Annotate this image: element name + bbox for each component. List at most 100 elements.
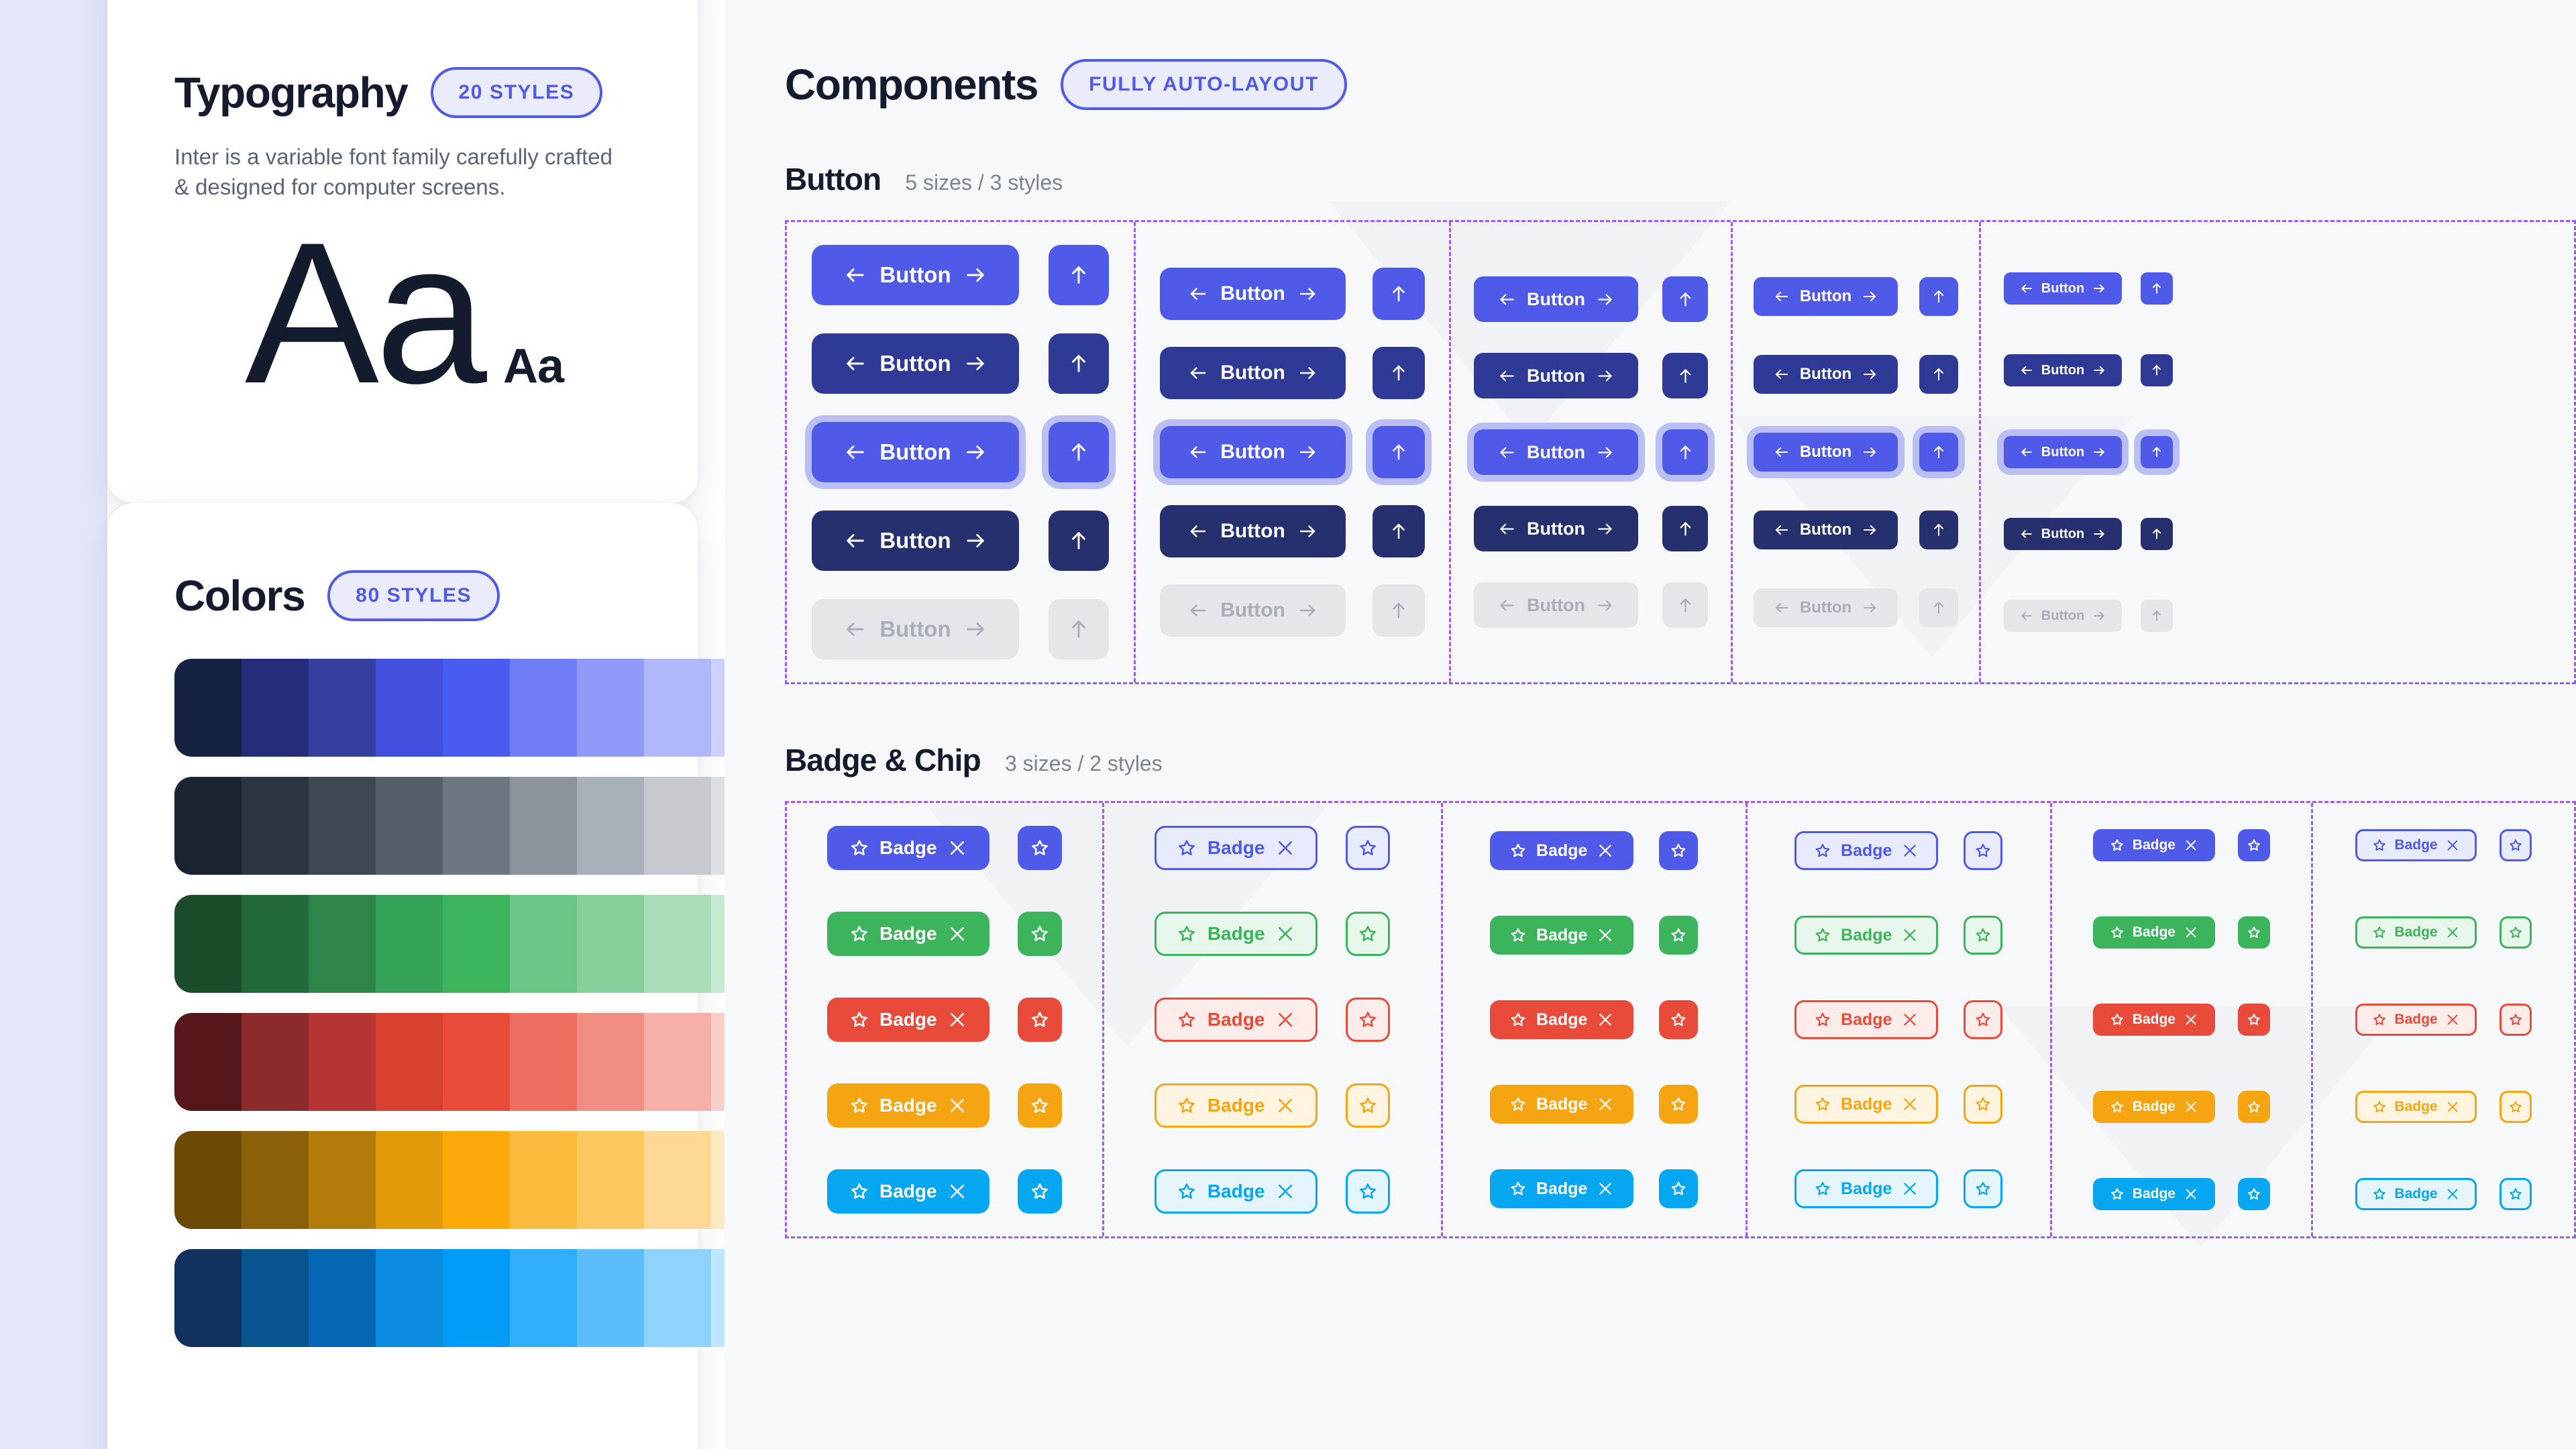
badge-blue-solid-sm[interactable]: Badge — [2093, 829, 2215, 861]
button-hover-lg[interactable]: Button — [1160, 347, 1346, 399]
color-swatch[interactable] — [241, 1131, 309, 1229]
badge-icon-only-blue-solid-lg[interactable] — [1017, 826, 1062, 870]
badge-blue-solid-lg[interactable]: Badge — [826, 826, 989, 870]
icon-button-focused-xl[interactable] — [1049, 422, 1110, 482]
icon-button-pressed-md[interactable] — [1662, 506, 1709, 551]
color-swatch[interactable] — [241, 1013, 309, 1111]
icon-button-hover-sm[interactable] — [1919, 355, 1958, 394]
close-icon[interactable] — [2184, 838, 2198, 853]
close-icon[interactable] — [1901, 1180, 1919, 1197]
close-icon[interactable] — [1901, 842, 1919, 859]
close-icon[interactable] — [1597, 1095, 1614, 1113]
badge-icon-only-red-solid-md[interactable] — [1659, 1000, 1699, 1039]
badge-icon-only-orange-solid-sm[interactable] — [2237, 1091, 2270, 1123]
badge-icon-only-red-solid-sm[interactable] — [2237, 1004, 2270, 1036]
color-swatch[interactable] — [309, 777, 376, 875]
badge-red-outline-lg2[interactable]: Badge — [1155, 998, 1318, 1042]
button-hover-xl[interactable]: Button — [811, 333, 1020, 394]
badge-icon-only-orange-outline-sm2[interactable] — [2500, 1091, 2532, 1123]
color-swatch[interactable] — [510, 777, 577, 875]
badge-icon-only-green-outline-sm2[interactable] — [2500, 916, 2532, 949]
badge-icon-only-blue-outline-lg2[interactable] — [1345, 826, 1390, 870]
button-pressed-md[interactable]: Button — [1473, 506, 1639, 551]
color-swatch[interactable] — [577, 895, 644, 993]
color-swatch[interactable] — [443, 1249, 510, 1347]
color-swatch[interactable] — [241, 777, 309, 875]
button-pressed-sm[interactable]: Button — [1754, 511, 1898, 549]
badge-green-outline-md2[interactable]: Badge — [1794, 916, 1939, 955]
badge-cyan-solid-lg[interactable]: Badge — [826, 1169, 989, 1214]
badge-orange-outline-lg2[interactable]: Badge — [1155, 1083, 1318, 1128]
badge-orange-solid-md[interactable]: Badge — [1490, 1085, 1634, 1124]
color-swatch[interactable] — [376, 1249, 443, 1347]
badge-icon-only-cyan-outline-sm2[interactable] — [2500, 1178, 2532, 1210]
badge-icon-only-blue-outline-md2[interactable] — [1964, 831, 2003, 870]
color-swatch[interactable] — [376, 1013, 443, 1111]
badge-icon-only-blue-outline-sm2[interactable] — [2500, 829, 2532, 861]
color-swatch[interactable] — [241, 1249, 309, 1347]
close-icon[interactable] — [1901, 1095, 1919, 1113]
close-icon[interactable] — [1597, 1180, 1614, 1197]
icon-button-pressed-lg[interactable] — [1372, 505, 1425, 557]
button-focused-md[interactable]: Button — [1473, 429, 1639, 475]
close-icon[interactable] — [947, 1010, 967, 1030]
badge-icon-only-cyan-solid-md[interactable] — [1659, 1169, 1699, 1208]
button-hover-md[interactable]: Button — [1473, 353, 1639, 398]
button-default-sm[interactable]: Button — [1754, 277, 1898, 316]
badge-cyan-solid-md[interactable]: Badge — [1490, 1169, 1634, 1208]
badge-icon-only-orange-solid-md[interactable] — [1659, 1085, 1699, 1124]
close-icon[interactable] — [947, 924, 967, 944]
color-swatch[interactable] — [644, 1013, 711, 1111]
button-default-md[interactable]: Button — [1473, 276, 1639, 322]
button-focused-sm[interactable]: Button — [1754, 433, 1898, 472]
close-icon[interactable] — [1901, 926, 1919, 944]
components-autolayout-badge[interactable]: FULLY AUTO-LAYOUT — [1061, 59, 1347, 110]
color-swatch[interactable] — [309, 1013, 376, 1111]
badge-icon-only-cyan-outline-md2[interactable] — [1964, 1169, 2003, 1208]
color-swatch[interactable] — [644, 1249, 711, 1347]
badge-green-outline-lg2[interactable]: Badge — [1155, 912, 1318, 956]
button-default-lg[interactable]: Button — [1160, 268, 1346, 320]
color-swatch[interactable] — [443, 659, 510, 757]
badge-icon-only-green-outline-lg2[interactable] — [1345, 912, 1390, 956]
color-swatch[interactable] — [510, 659, 577, 757]
badge-icon-only-green-solid-sm[interactable] — [2237, 916, 2270, 949]
badge-cyan-outline-lg2[interactable]: Badge — [1155, 1169, 1318, 1214]
color-swatch[interactable] — [241, 659, 309, 757]
badge-green-solid-lg[interactable]: Badge — [826, 912, 989, 956]
button-default-xl[interactable]: Button — [811, 245, 1020, 305]
close-icon[interactable] — [2184, 925, 2198, 940]
close-icon[interactable] — [2445, 1187, 2460, 1201]
badge-icon-only-orange-solid-lg[interactable] — [1017, 1083, 1062, 1128]
close-icon[interactable] — [2445, 838, 2460, 853]
close-icon[interactable] — [1275, 1181, 1295, 1201]
badge-icon-only-cyan-solid-sm[interactable] — [2237, 1178, 2270, 1210]
button-pressed-xs[interactable]: Button — [2003, 518, 2123, 550]
close-icon[interactable] — [1597, 1011, 1614, 1028]
icon-button-focused-md[interactable] — [1662, 429, 1709, 475]
button-focused-xl[interactable]: Button — [811, 422, 1020, 482]
badge-icon-only-blue-solid-sm[interactable] — [2237, 829, 2270, 861]
icon-button-default-xl[interactable] — [1049, 245, 1110, 305]
close-icon[interactable] — [2184, 1187, 2198, 1201]
badge-orange-solid-lg[interactable]: Badge — [826, 1083, 989, 1128]
icon-button-focused-xs[interactable] — [2141, 436, 2174, 468]
color-swatch[interactable] — [174, 1131, 241, 1229]
color-swatch[interactable] — [174, 1013, 241, 1111]
icon-button-hover-lg[interactable] — [1372, 347, 1425, 399]
button-pressed-xl[interactable]: Button — [811, 511, 1020, 571]
close-icon[interactable] — [2184, 1012, 2198, 1027]
color-swatch[interactable] — [510, 895, 577, 993]
close-icon[interactable] — [1275, 1095, 1295, 1116]
button-hover-sm[interactable]: Button — [1754, 355, 1898, 394]
badge-icon-only-red-outline-sm2[interactable] — [2500, 1004, 2532, 1036]
color-swatch[interactable] — [241, 895, 309, 993]
badge-icon-only-orange-outline-md2[interactable] — [1964, 1085, 2003, 1124]
color-swatch[interactable] — [174, 1249, 241, 1347]
badge-icon-only-orange-outline-lg2[interactable] — [1345, 1083, 1390, 1128]
color-swatch[interactable] — [443, 895, 510, 993]
icon-button-default-sm[interactable] — [1919, 277, 1958, 316]
close-icon[interactable] — [1275, 838, 1295, 858]
badge-icon-only-cyan-outline-lg2[interactable] — [1345, 1169, 1390, 1214]
button-hover-xs[interactable]: Button — [2003, 354, 2123, 386]
